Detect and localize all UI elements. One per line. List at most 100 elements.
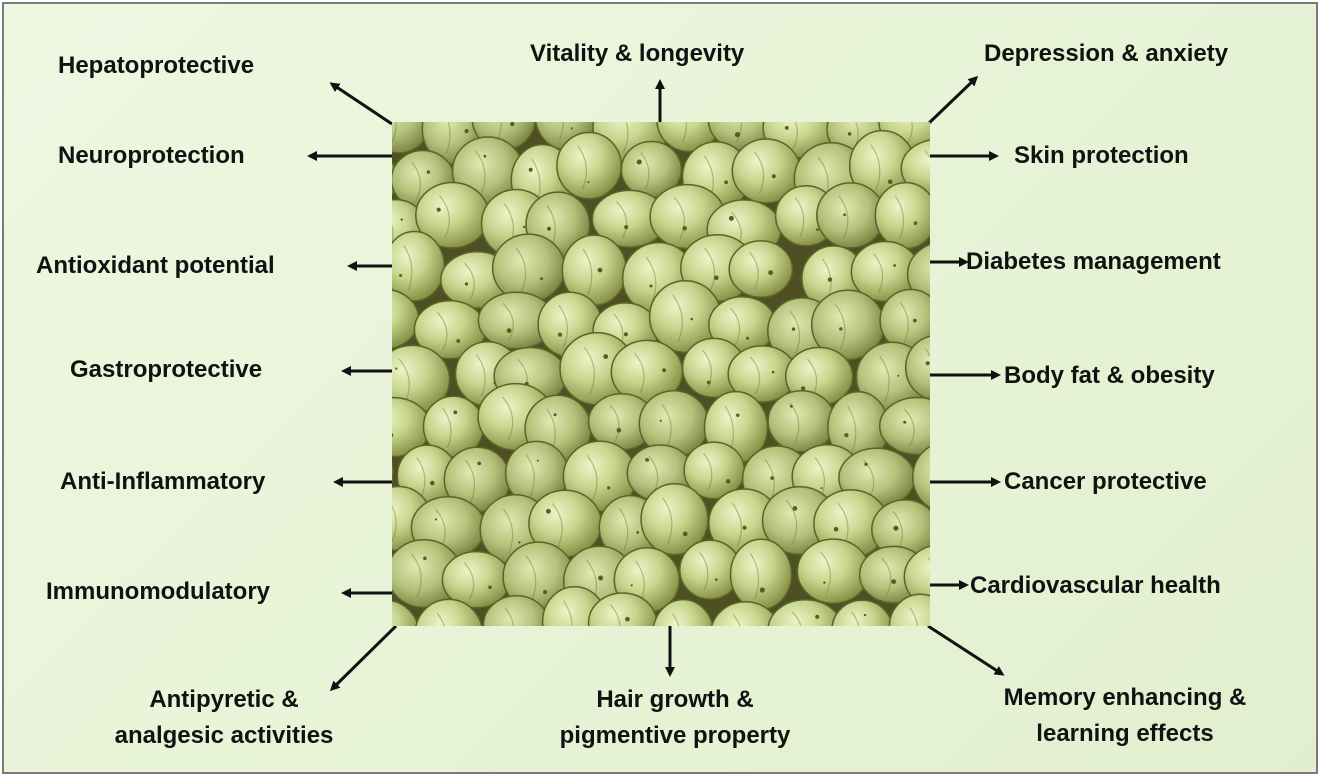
amla-fruit-spot (848, 132, 852, 136)
amla-fruit-spot (437, 208, 441, 212)
amla-fruit-spot (715, 578, 718, 581)
amla-fruit-spot (793, 506, 798, 511)
amla-fruit-photo (392, 122, 930, 626)
label-body-fat: Body fat & obesity (1004, 358, 1215, 394)
arrow-memory (928, 626, 1002, 674)
amla-fruit-spot (510, 122, 514, 126)
amla-fruit-spot (926, 361, 930, 365)
amla-fruit-spot (736, 414, 739, 417)
amla-fruit-spot (683, 532, 688, 537)
label-cardiovascular: Cardiovascular health (970, 568, 1221, 604)
amla-fruit-spot (537, 460, 539, 462)
label-memory: Memory enhancing & learning effects (962, 680, 1288, 752)
amla-fruit-spot (607, 486, 610, 489)
amla-fruit-spot (834, 527, 839, 532)
label-skin: Skin protection (1014, 138, 1189, 174)
amla-fruit-spot (598, 268, 603, 273)
amla-fruit-spot (772, 371, 775, 374)
amla-fruit-spot (839, 327, 842, 330)
amla-fruit (392, 232, 444, 301)
label-hepatoprotective: Hepatoprotective (58, 48, 254, 84)
amla-fruit-spot (821, 487, 823, 489)
label-antioxidant: Antioxidant potential (36, 248, 275, 284)
amla-fruit-spot (785, 126, 789, 130)
amla-fruit-spot (523, 226, 525, 228)
amla-fruit-spot (465, 129, 469, 133)
amla-fruit-spot (772, 174, 776, 178)
amla-fruit-spot (636, 531, 639, 534)
label-memory-line-2: learning effects (962, 716, 1288, 752)
amla-fruit-spot (587, 181, 589, 183)
amla-fruit (731, 539, 792, 609)
amla-fruit-spot (792, 327, 795, 330)
amla-fruit-spot (543, 590, 547, 594)
amla-fruit-spot (897, 375, 899, 377)
amla-fruit-spot (913, 319, 917, 323)
amla-fruit-spot (488, 586, 492, 590)
label-vitality: Vitality & longevity (530, 36, 744, 72)
amla-fruit (768, 391, 835, 452)
amla-fruit-spot (828, 277, 832, 281)
amla-fruit-spot (395, 368, 397, 370)
amla-fruit-spot (547, 227, 551, 231)
amla-fruit-spot (399, 274, 402, 277)
amla-fruit-spot (729, 216, 734, 221)
amla-fruit-spot (724, 180, 728, 184)
amla-fruit-spot (690, 318, 693, 321)
amla-fruit-spot (558, 333, 562, 337)
amla-fruit-spot (743, 526, 747, 530)
amla-fruit-spot (891, 579, 896, 584)
amla-fruit-spot (554, 413, 557, 416)
amla-fruit-spot (456, 339, 460, 343)
amla-fruit-spot (435, 518, 437, 520)
amla-fruit-spot (768, 270, 773, 275)
label-immunomodulatory: Immunomodulatory (46, 574, 270, 610)
label-anti-inflammatory: Anti-Inflammatory (60, 464, 265, 500)
amla-fruit-spot (816, 228, 819, 231)
amla-fruit-spot (746, 337, 749, 340)
amla-fruit-spot (617, 428, 622, 433)
amla-fruit-spot (662, 368, 666, 372)
amla-fruit-spot (624, 225, 628, 229)
amla-fruit-spot (903, 421, 906, 424)
arrow-depression (928, 78, 976, 124)
amla-fruit-spot (735, 132, 740, 137)
amla-fruit (729, 241, 792, 297)
label-memory-line-1: Memory enhancing & (962, 680, 1288, 716)
amla-fruit-spot (427, 170, 430, 173)
amla-fruit-spot (707, 381, 711, 385)
amla-fruit-spot (603, 354, 608, 359)
amla-fruit-spot (726, 479, 731, 484)
amla-fruit-spot (893, 526, 898, 531)
amla-fruit-spot (477, 462, 481, 466)
amla-fruit-spot (484, 155, 487, 158)
amla-fruit-spot (893, 264, 896, 267)
amla-fruit-spot (631, 584, 633, 586)
amla-fruit-spot (625, 617, 630, 622)
label-neuroprotection: Neuroprotection (58, 138, 245, 174)
amla-fruit (557, 133, 621, 199)
label-depression: Depression & anxiety (984, 36, 1228, 72)
amla-fruit-spot (864, 614, 866, 616)
amla-fruit-spot (650, 285, 653, 288)
amla-fruit-spot (401, 218, 403, 220)
label-diabetes: Diabetes management (966, 244, 1221, 280)
label-hair-line-1: Hair growth & (530, 682, 820, 718)
amla-fruit-spot (430, 481, 435, 486)
arrow-hepatoprotective (332, 84, 392, 124)
amla-fruit-spot (760, 587, 765, 592)
amla-fruit-spot (914, 221, 918, 225)
amla-fruit (493, 234, 565, 302)
label-gastroprotective: Gastroprotective (70, 352, 262, 388)
amla-fruit-spot (844, 433, 848, 437)
amla-fruit-spot (682, 226, 687, 231)
amla-fruit-spot (801, 386, 805, 390)
amla-fruit-spot (507, 328, 512, 333)
amla-fruit-spot (790, 405, 793, 408)
label-antipyretic: Antipyretic & analgesic activities (74, 682, 374, 754)
label-cancer: Cancer protective (1004, 464, 1207, 500)
amla-fruit-spot (540, 277, 543, 280)
amla-fruit (817, 183, 885, 248)
amla-fruit-spot (864, 463, 867, 466)
